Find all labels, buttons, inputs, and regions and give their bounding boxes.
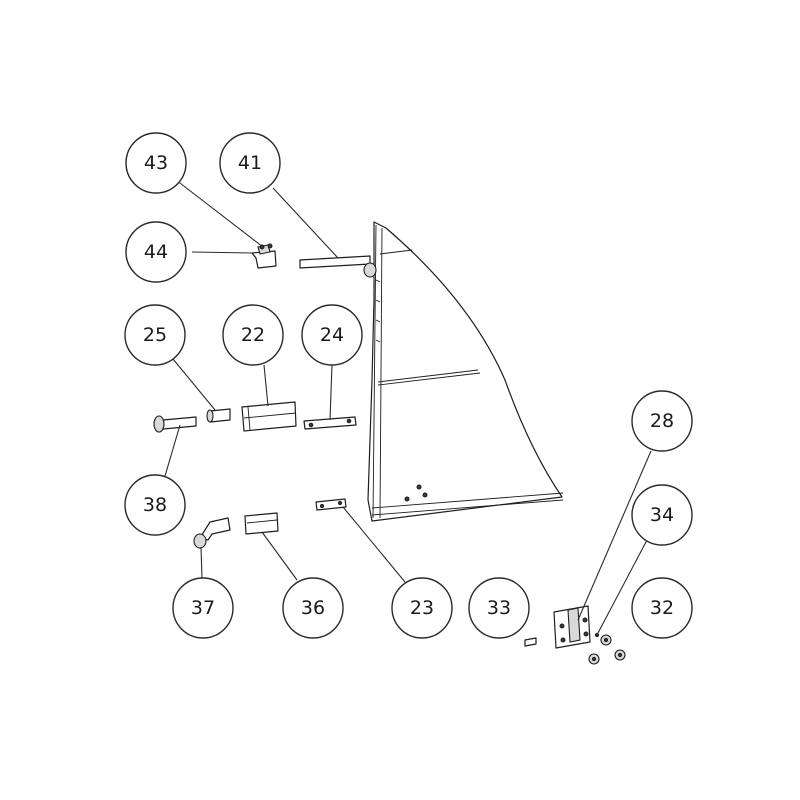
leader-34 xyxy=(597,539,648,634)
leader-24 xyxy=(329,364,333,421)
fin-panel xyxy=(367,221,564,522)
callout-44: 44 xyxy=(125,221,187,283)
part-25-sleeve xyxy=(206,408,231,423)
callout-37-label: 37 xyxy=(191,597,215,619)
callout-36: 36 xyxy=(282,577,344,639)
leader-38 xyxy=(164,424,181,477)
leader-25 xyxy=(172,358,216,411)
callout-44-label: 44 xyxy=(144,241,168,263)
callout-23-label: 23 xyxy=(410,597,434,619)
part-38-bolt xyxy=(153,415,197,433)
callout-34-label: 34 xyxy=(650,504,674,526)
part-22-block xyxy=(241,401,297,432)
callout-34: 34 xyxy=(631,484,693,546)
leader-43 xyxy=(175,179,264,248)
leader-36 xyxy=(261,531,298,581)
callout-41: 41 xyxy=(219,132,281,194)
part-44-bracket xyxy=(251,243,277,269)
leader-lines xyxy=(164,179,652,634)
part-34-pin xyxy=(594,632,600,638)
part-36-block xyxy=(244,512,279,535)
part-24-plate xyxy=(303,416,357,430)
callout-28-label: 28 xyxy=(650,410,674,432)
callout-25: 25 xyxy=(124,304,186,366)
callout-32: 32 xyxy=(631,577,693,639)
callout-28: 28 xyxy=(631,390,693,452)
callout-22-label: 22 xyxy=(241,324,265,346)
callout-37: 37 xyxy=(172,577,234,639)
part-32-nuts xyxy=(588,634,626,665)
part-23-plate xyxy=(315,498,347,511)
callout-33-label: 33 xyxy=(487,597,511,619)
leader-22 xyxy=(263,364,269,407)
part-37-lever xyxy=(193,517,231,549)
callout-41-label: 41 xyxy=(238,152,262,174)
callout-23: 23 xyxy=(391,577,453,639)
callout-43-label: 43 xyxy=(144,152,168,174)
callout-38-label: 38 xyxy=(143,494,167,516)
part-41-rod xyxy=(299,255,377,278)
leader-28 xyxy=(577,450,652,621)
part-33-screw xyxy=(524,637,537,647)
part-28-hinge xyxy=(553,605,591,649)
leader-41 xyxy=(272,187,339,259)
callout-36-label: 36 xyxy=(301,597,325,619)
leader-44 xyxy=(191,251,253,254)
callout-25-label: 25 xyxy=(143,324,167,346)
callout-33: 33 xyxy=(468,577,530,639)
callout-43: 43 xyxy=(125,132,187,194)
callout-38: 38 xyxy=(124,474,186,536)
leader-23 xyxy=(342,506,406,583)
callout-24: 24 xyxy=(301,304,363,366)
callout-22: 22 xyxy=(222,304,284,366)
callout-24-label: 24 xyxy=(320,324,344,346)
leader-37 xyxy=(200,546,203,579)
callout-32-label: 32 xyxy=(650,597,674,619)
